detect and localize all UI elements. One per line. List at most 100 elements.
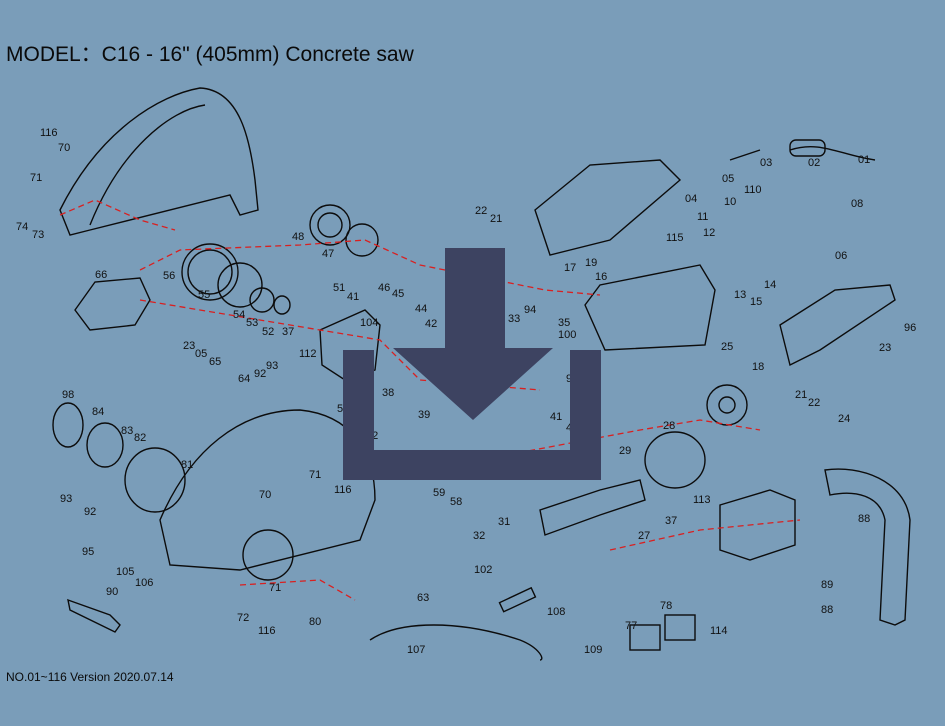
callout-label: 46 [378, 282, 391, 294]
callout-label: 105 [116, 566, 135, 578]
callout-label: 08 [851, 198, 864, 210]
callout-label: 63 [417, 592, 430, 604]
callout-label: 39 [418, 409, 431, 421]
callout-label: 59 [433, 487, 446, 499]
callout-label: 15 [750, 296, 763, 308]
callout-label: 05 [722, 173, 735, 185]
callout-label: 13 [734, 289, 747, 301]
callout-label: 48 [292, 231, 305, 243]
callout-label: 53 [246, 317, 259, 329]
bearing-48 [309, 204, 351, 246]
callout-label: 41 [550, 411, 563, 423]
callout-label: 32 [473, 530, 486, 542]
callout-label: 92 [254, 368, 267, 380]
callout-label: 102 [474, 564, 493, 576]
callout-label: 104 [360, 317, 379, 329]
callout-label: 80 [309, 616, 322, 628]
power-cord [729, 146, 876, 161]
callout-label: 70 [259, 489, 272, 501]
callout-label: 113 [693, 494, 711, 506]
callout-label: 56 [163, 270, 176, 282]
callout-label: 88 [858, 513, 871, 525]
callout-label: 23 [183, 340, 196, 352]
callout-label: 54 [233, 309, 246, 321]
callout-label: 71 [269, 582, 282, 594]
callout-label: 116 [258, 625, 276, 637]
callout-label: 45 [392, 288, 405, 300]
callout-label: 04 [685, 193, 698, 205]
callout-label: 24 [838, 413, 851, 425]
upper-blade-guard [59, 87, 259, 236]
callout-label: 31 [498, 516, 511, 528]
callout-label: 73 [32, 229, 45, 241]
callout-label: 29 [619, 445, 632, 457]
callout-label: 14 [764, 279, 777, 291]
callout-label: 51 [333, 282, 346, 294]
callout-label: 65 [209, 356, 222, 368]
callout-label: 37 [282, 326, 295, 338]
wrench-90 [67, 598, 121, 633]
model-title: MODEL：C16 - 16" (405mm) Concrete saw [6, 43, 414, 66]
callout-label: 28 [663, 420, 676, 432]
callout-label: 64 [238, 373, 251, 385]
callout-label: 52 [262, 326, 275, 338]
callout-label: 77 [625, 620, 638, 632]
flange-84 [52, 402, 84, 448]
dust-hood [74, 277, 151, 331]
housing-ring-28 [644, 431, 706, 489]
callout-label: 98 [62, 389, 75, 401]
callout-label: 114 [710, 625, 728, 637]
gasket-54 [217, 262, 263, 308]
callout-label: 25 [721, 341, 734, 353]
callout-label: 106 [135, 577, 154, 589]
callout-label: 66 [95, 269, 108, 281]
callout-label: 95 [82, 546, 95, 558]
callout-label: 115 [666, 232, 684, 244]
callout-label: 37 [665, 515, 678, 527]
callout-label: 05 [195, 348, 208, 360]
callout-label: 41 [347, 291, 360, 303]
callout-label: 22 [808, 397, 821, 409]
blade-81 [124, 447, 186, 513]
callout-label: 110 [744, 184, 762, 196]
carry-handle [824, 468, 911, 626]
flange-83 [86, 422, 124, 468]
callout-label: 18 [752, 361, 765, 373]
callout-label: 116 [40, 127, 58, 139]
callout-label: 92 [84, 506, 97, 518]
callout-label: 58 [450, 496, 463, 508]
callout-label: 96 [904, 322, 917, 334]
stator-113 [719, 489, 796, 561]
gear-housing-104 [319, 309, 381, 381]
motor-housing-16 [584, 264, 716, 351]
callout-label: 83 [121, 425, 134, 437]
callout-label: 84 [92, 406, 105, 418]
callout-label: 42 [425, 318, 438, 330]
callout-label: 55 [198, 289, 211, 301]
callout-label: 100 [558, 329, 577, 341]
callout-label: 17 [564, 262, 577, 274]
callout-label: 38 [382, 387, 395, 399]
callout-label: 94 [524, 304, 537, 316]
callout-label: 44 [415, 303, 428, 315]
callout-label: 71 [30, 172, 43, 184]
callout-label: 112 [299, 348, 317, 360]
callout-label: 82 [134, 432, 147, 444]
callout-label: 93 [60, 493, 73, 505]
callout-label: 93 [266, 360, 279, 372]
callout-label: 109 [584, 644, 603, 656]
callout-label: 01 [858, 154, 871, 166]
callout-label: 27 [638, 530, 651, 542]
callout-label: 22 [475, 205, 488, 217]
callout-label: 23 [879, 342, 892, 354]
callout-label: 12 [703, 227, 716, 239]
callout-label: 88 [821, 604, 834, 616]
lower-blade-guard [159, 409, 376, 571]
callout-label: 21 [490, 213, 503, 225]
callout-label: 35 [558, 317, 571, 329]
armature-29 [539, 479, 646, 536]
callout-label: 72 [237, 612, 250, 624]
version-footer: NO.01~116 Version 2020.07.14 [6, 670, 174, 684]
